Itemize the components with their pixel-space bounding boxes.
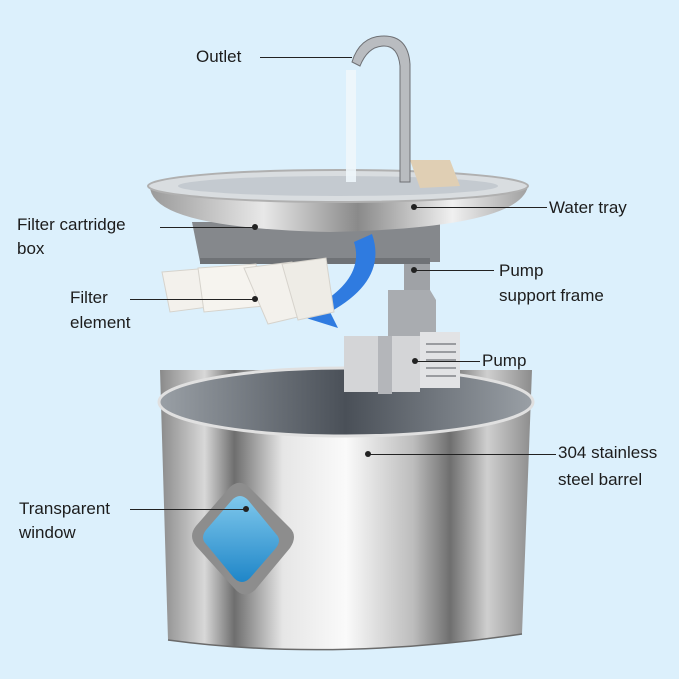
marker-filter-cartridge-box [252,224,258,230]
water-tray-shape [147,160,529,232]
label-barrel-2: steel barrel [558,470,643,489]
marker-pump [412,358,418,364]
leader-outlet [260,57,352,58]
leader-pump [415,361,480,362]
marker-filter-element [252,296,258,302]
leader-filter-element [130,299,256,300]
marker-water-tray [411,204,417,210]
label-filter-element-2: element [70,313,131,332]
label-barrel-1: 304 stainless [558,443,658,462]
leader-transparent-window [130,509,246,510]
label-transparent-window-2: window [19,523,76,542]
label-pump-support-frame-1: Pump [499,261,544,280]
label-pump-support-frame-2: support frame [499,286,604,305]
label-filter-element-1: Filter [70,288,108,307]
leader-pump-support-frame [414,270,494,271]
leader-barrel [368,454,556,455]
label-outlet: Outlet [196,47,242,66]
transparent-window-shape [192,482,294,595]
label-water-tray: Water tray [549,198,627,217]
marker-pump-support-frame [411,267,417,273]
label-filter-cartridge-box-2: box [17,239,45,258]
filter-element-shape [161,257,335,325]
leader-filter-cartridge-box [160,227,256,228]
marker-barrel [365,451,371,457]
marker-transparent-window [243,506,249,512]
faucet-shape [346,35,411,183]
label-transparent-window-1: Transparent [19,499,111,518]
label-filter-cartridge-box-1: Filter cartridge [17,215,126,234]
leader-water-tray [414,207,547,208]
label-pump: Pump [482,351,527,370]
